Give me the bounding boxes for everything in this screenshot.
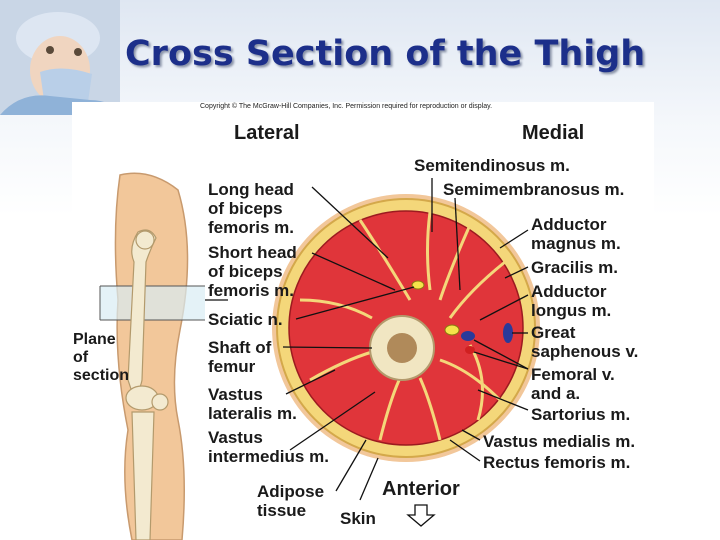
sartorius-label: Sartorius m. (531, 405, 631, 424)
long-head-label: Long head of biceps femoris m. (208, 180, 294, 237)
rectus-femoris-label: Rectus femoris m. (483, 453, 631, 472)
cross-section (272, 194, 540, 462)
skin-label: Skin (340, 509, 376, 528)
vastus-lateralis-label: Vastus lateralis m. (208, 385, 297, 423)
femoral-vessels-label: Femoral v. and a. (531, 365, 615, 403)
shaft-of-femur-label: Shaft of femur (208, 338, 272, 376)
leader-lines (205, 178, 529, 501)
semitendinosus-label: Semitendinosus m. (414, 156, 570, 175)
short-head-label: Short head of biceps femoris m. (208, 243, 297, 300)
leg-illustration (99, 172, 205, 540)
semimembranosus-label: Semimembranosus m. (443, 180, 625, 199)
vastus-medialis-label: Vastus medialis m. (483, 432, 636, 451)
slide-title: Cross Section of the Thigh (125, 34, 646, 74)
anterior-arrow-icon (406, 504, 436, 527)
great-saphenous-label: Great saphenous v. (531, 323, 639, 361)
adductor-magnus-label: Adductor magnus m. (531, 215, 621, 253)
adipose-tissue-label: Adipose tissue (257, 482, 325, 520)
plane-of-section-label: Plane of section (73, 331, 130, 384)
adductor-longus-label: Adductor longus m. (531, 282, 612, 320)
copyright-notice: Copyright © The McGraw-Hill Companies, I… (200, 103, 493, 110)
lateral-label: Lateral (234, 122, 300, 144)
gracilis-label: Gracilis m. (531, 258, 618, 277)
sciatic-label: Sciatic n. (208, 310, 283, 329)
medial-label: Medial (522, 122, 585, 144)
anterior-label: Anterior (382, 478, 460, 500)
vastus-intermedius-label: Vastus intermedius m. (208, 428, 329, 466)
